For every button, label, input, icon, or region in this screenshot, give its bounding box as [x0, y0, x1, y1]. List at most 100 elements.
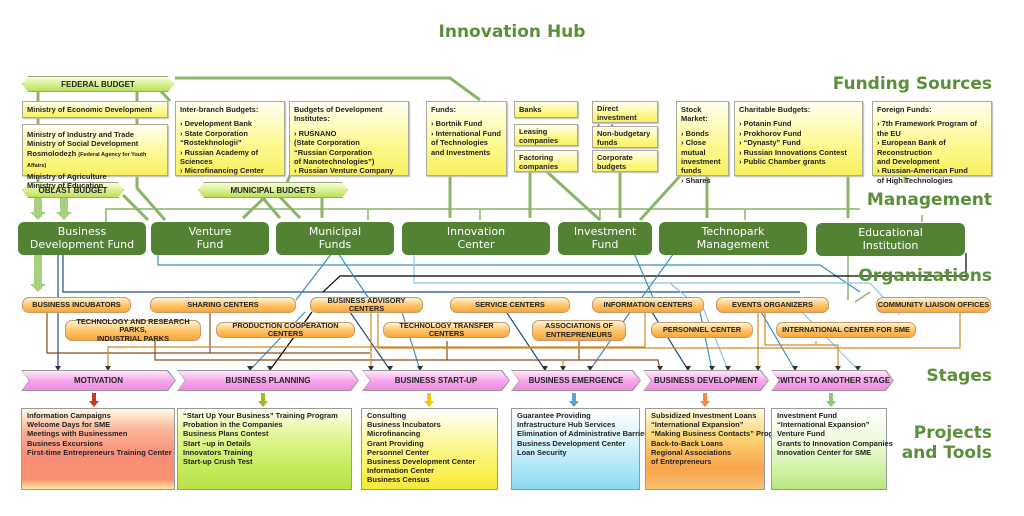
box-item: Non-budgetary	[597, 129, 651, 138]
box-item: budgets	[597, 162, 627, 172]
org-technology-research-parks[interactable]: TECHNOLOGY AND RESEARCH PARKS,INDUSTRIAL…	[65, 316, 201, 342]
direct-investment-box: Direct investment funds	[592, 101, 658, 132]
section-funding-sources: Funding Sources	[832, 74, 992, 94]
box-header: Stock Market:	[681, 105, 708, 124]
federal-budget-tag: FEDERAL BUDGET	[22, 76, 174, 92]
project-item: Business Incubators	[367, 420, 441, 430]
project-item: “Making Business Contacts” Program	[651, 429, 787, 439]
project-item: of Entrepreneurs	[651, 457, 712, 467]
box-item: › Development Bank	[180, 119, 253, 129]
box-item: › Russian-American Fund	[877, 166, 968, 176]
mgmt-label: Funds	[318, 237, 352, 251]
section-management: Management	[866, 190, 992, 210]
projects-switch-stage: Investment Fund“International Expansion”…	[771, 408, 893, 490]
org-business-incubators[interactable]: BUSINESS INCUBATORS	[22, 297, 131, 313]
org-production-cooperation-centers[interactable]: PRODUCTION COOPERATION CENTERS	[216, 321, 355, 338]
stage-business-startup[interactable]: BUSINESS START-UP	[363, 371, 509, 390]
section-organizations: Organizations	[858, 266, 992, 286]
mgmt-label: Technopark	[701, 225, 765, 238]
stage-switch-to-another-stage[interactable]: SWITCH TO ANOTHER STAGE	[772, 371, 893, 390]
mgmt-label: Investment	[573, 225, 637, 238]
org-technology-transfer-centers[interactable]: TECHNOLOGY TRANSFER CENTERS	[383, 321, 510, 338]
box-header: Foreign Funds:	[877, 105, 932, 114]
project-item: Business Plans Contest	[183, 429, 269, 439]
box-item: investment	[681, 157, 721, 167]
box-item: companies	[519, 162, 559, 172]
org-label: ASSOCIATIONS OF	[544, 321, 614, 330]
mgmt-label: Management	[696, 237, 770, 251]
section-stages: Stages	[926, 366, 992, 386]
project-item: “International Expansion”	[777, 420, 870, 430]
box-item: › Public Chamber grants	[739, 157, 826, 167]
project-item: Consulting	[367, 411, 407, 420]
org-international-center-for-sme[interactable]: INTERNATIONAL CENTER FOR SME	[776, 322, 916, 338]
arrow-down-icon	[569, 393, 579, 407]
box-item: › Bortnik Fund	[431, 119, 483, 129]
project-item: Innovators Training	[183, 447, 253, 457]
project-item: Venture Fund	[777, 429, 825, 439]
ministries-box: Ministry of Industry and Trade Ministry …	[22, 124, 168, 190]
project-item: Innovation Center for SME	[777, 447, 872, 457]
stage-business-emergence[interactable]: BUSINESS EMERGENCE	[512, 371, 640, 390]
box-header: Budgets of Development Institutes:	[294, 105, 383, 124]
project-item: Welcome Days for SME	[27, 420, 111, 430]
org-community-liaison-offices[interactable]: COMMUNITY LIAISON OFFICES	[876, 297, 991, 313]
box-item: Leasing	[519, 127, 548, 136]
mgmt-label: Educational	[858, 226, 923, 239]
project-item: Business Census	[367, 475, 430, 485]
box-item: › International Fund	[431, 128, 501, 138]
stage-business-development[interactable]: BUSINESS DEVELOPMENT	[644, 371, 768, 390]
org-label: ENTREPRENEURS	[545, 329, 613, 339]
stage-business-planning[interactable]: BUSINESS PLANNING	[178, 371, 358, 390]
org-label: TECHNOLOGY AND RESEARCH PARKS,	[76, 316, 190, 335]
org-events-organizers[interactable]: EVENTS ORGANIZERS	[716, 297, 829, 313]
box-item: › Potanin Fund	[739, 119, 792, 129]
section-projects-line1: Projects	[913, 423, 992, 443]
org-information-centers[interactable]: INFORMATION CENTERS	[592, 297, 704, 313]
org-personnel-center[interactable]: PERSONNEL CENTER	[651, 322, 753, 338]
box-item: funds	[597, 138, 618, 148]
org-service-centers[interactable]: SERVICE CENTERS	[450, 297, 570, 313]
project-item: Microfinancing	[367, 429, 421, 439]
funds-box: Funds: › Bortnik Fund › International Fu…	[426, 101, 507, 176]
arrow-down-icon	[826, 393, 836, 407]
ministry-item: Ministry of Social Development	[27, 139, 139, 149]
mgmt-label: Fund	[591, 237, 619, 251]
arrow-down-icon	[700, 393, 710, 407]
mgmt-label: Municipal	[308, 225, 362, 238]
org-sharing-centers[interactable]: SHARING CENTERS	[150, 297, 296, 313]
stage-motivation[interactable]: MOTIVATION	[22, 371, 175, 390]
box-item: › Russian Innovations Contest	[739, 147, 847, 157]
project-item: Business Development Center	[517, 438, 626, 448]
box-item: “Rostekhnologii”	[180, 138, 242, 148]
project-item: Back-to-Back Loans	[651, 438, 724, 448]
project-item: Personnel Center	[367, 447, 430, 457]
ministry-item: Ministry of Education	[27, 181, 104, 191]
inter-branch-budgets-box: Inter-branch Budgets: › Development Bank…	[175, 101, 285, 176]
project-item: Start –up in Details	[183, 438, 251, 448]
box-item: › 7th Framework Program of the EU	[877, 119, 978, 138]
section-projects-and-tools: Projects and Tools	[902, 423, 992, 463]
project-item: Investment Fund	[777, 411, 838, 420]
box-item: and Development	[877, 157, 940, 167]
oblast-budget-tag: OBLAST BUDGET	[22, 182, 124, 198]
project-item: Regional Associations	[651, 447, 732, 457]
non-budgetary-box: Non-budgetary funds	[592, 126, 658, 148]
corporate-budgets-box: Corporate budgets	[592, 150, 658, 172]
development-institutes-box: Budgets of Development Institutes: › RUS…	[289, 101, 409, 176]
org-business-advisory-centers[interactable]: BUSINESS ADVISORY CENTERS	[310, 296, 423, 313]
box-item: › European Bank of Reconstruction	[877, 138, 946, 157]
box-item: › Close mutual	[681, 138, 707, 157]
factoring-box: Factoring companies	[514, 150, 578, 172]
box-item: › Shares	[681, 175, 711, 185]
